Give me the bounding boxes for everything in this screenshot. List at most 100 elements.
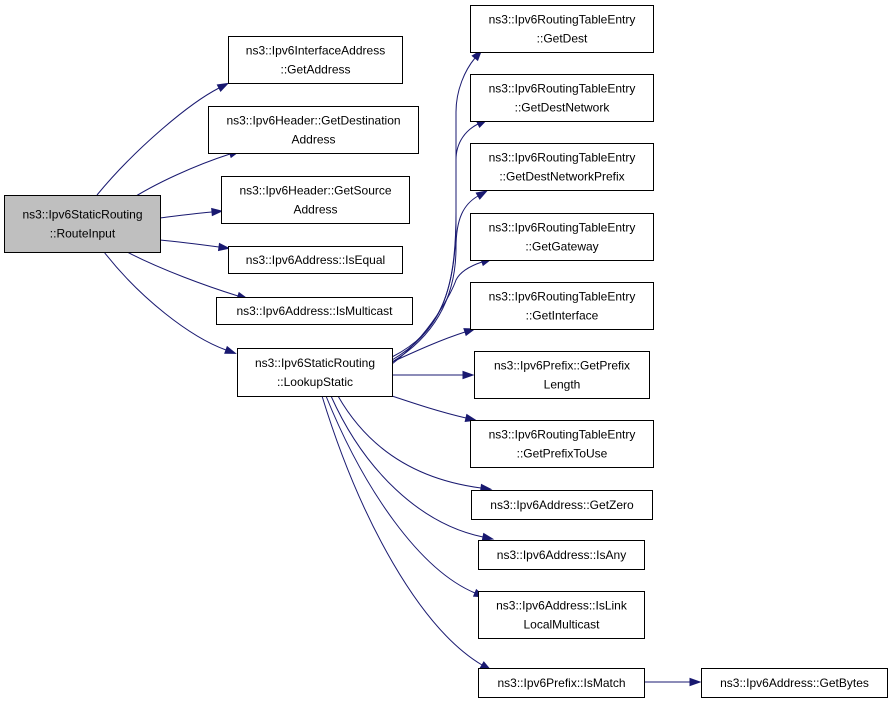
- node-label-line: ::GetDestNetworkPrefix: [499, 170, 624, 184]
- node-label-line: ns3::Ipv6Header::GetSource: [239, 184, 391, 198]
- node-label-line: ns3::Ipv6StaticRouting: [22, 208, 142, 222]
- node-label-line: ns3::Ipv6Prefix::GetPrefix: [494, 359, 630, 373]
- node-label-line: ns3::Ipv6Address::IsMulticast: [236, 304, 393, 318]
- node-route_input: ns3::Ipv6StaticRouting::RouteInput: [4, 195, 161, 253]
- node-rte_getinterface[interactable]: ns3::Ipv6RoutingTableEntry::GetInterface: [470, 282, 654, 330]
- node-lookup_static[interactable]: ns3::Ipv6StaticRouting::LookupStatic: [237, 348, 393, 397]
- node-addr_ismulticast[interactable]: ns3::Ipv6Address::IsMulticast: [216, 297, 413, 325]
- node-box: [470, 282, 654, 330]
- node-label-line: ns3::Ipv6Address::GetBytes: [720, 676, 869, 690]
- node-label-line: ns3::Ipv6Prefix::IsMatch: [497, 676, 625, 690]
- edge-lookup_static-to-rte_getinterface: [391, 328, 476, 363]
- node-box: [478, 540, 645, 570]
- edge-line: [126, 251, 239, 297]
- edge-lookup_static-to-prefix_ismatch: [321, 395, 492, 671]
- node-label-line: ::GetDestNetwork: [515, 101, 611, 115]
- node-box: [470, 213, 654, 261]
- edge-line: [391, 331, 466, 363]
- node-box: [478, 591, 645, 639]
- node-box: [478, 668, 645, 698]
- node-label-line: ::GetInterface: [526, 309, 599, 323]
- node-label-line: ns3::Ipv6RoutingTableEntry: [489, 221, 636, 235]
- arrowhead-icon: [217, 242, 231, 252]
- node-box: [228, 36, 403, 84]
- node-label-line: ::GetPrefixToUse: [517, 447, 608, 461]
- node-label-line: ::GetAddress: [280, 63, 350, 77]
- node-addr_isany[interactable]: ns3::Ipv6Address::IsAny: [478, 540, 645, 570]
- arrowhead-icon: [475, 190, 488, 200]
- node-label-line: Length: [544, 378, 581, 392]
- node-label-line: Address: [293, 203, 337, 217]
- node-rte_getdest[interactable]: ns3::Ipv6RoutingTableEntry::GetDest: [470, 5, 654, 53]
- edge-route_input-to-lookup_static: [103, 251, 237, 354]
- node-label-line: ns3::Ipv6RoutingTableEntry: [489, 151, 636, 165]
- node-label-line: ::RouteInput: [50, 227, 116, 241]
- node-label-line: ns3::Ipv6Address::GetZero: [490, 498, 634, 512]
- node-box: [4, 195, 161, 253]
- edge-line: [325, 395, 476, 594]
- edge-line: [159, 211, 213, 219]
- node-rte_getgateway[interactable]: ns3::Ipv6RoutingTableEntry::GetGateway: [470, 213, 654, 261]
- edge-line: [391, 395, 467, 419]
- node-box: [470, 74, 654, 122]
- node-addr_getbytes[interactable]: ns3::Ipv6Address::GetBytes: [701, 668, 888, 698]
- edge-lookup_static-to-addr_getzero: [337, 395, 493, 493]
- node-rte_getdestnetworkprefix[interactable]: ns3::Ipv6RoutingTableEntry::GetDestNetwo…: [470, 143, 654, 191]
- node-rte_getdestnetwork[interactable]: ns3::Ipv6RoutingTableEntry::GetDestNetwo…: [470, 74, 654, 122]
- node-box: [237, 348, 393, 397]
- node-label-line: ns3::Ipv6Header::GetDestination: [226, 114, 400, 128]
- node-label-line: Address: [291, 133, 335, 147]
- edge-lookup_static-to-prefix_getprefixlength: [392, 370, 475, 380]
- arrowhead-icon: [224, 345, 237, 354]
- node-box: [470, 143, 654, 191]
- node-box: [228, 246, 403, 274]
- edge-lookup_static-to-addr_islinklocalmulticast: [325, 395, 486, 598]
- node-label-line: ns3::Ipv6Address::IsAny: [497, 548, 626, 562]
- node-box: [208, 106, 419, 154]
- edge-line: [391, 195, 479, 363]
- edge-line: [159, 239, 220, 248]
- node-label-line: ns3::Ipv6RoutingTableEntry: [489, 82, 636, 96]
- edge-line: [391, 123, 479, 361]
- node-label-line: ns3::Ipv6RoutingTableEntry: [489, 290, 636, 304]
- edge-route_input-to-header_getsource: [159, 207, 224, 219]
- nodes-layer: ns3::Ipv6StaticRouting::RouteInputns3::I…: [4, 5, 888, 698]
- node-label-line: ns3::Ipv6RoutingTableEntry: [489, 13, 636, 27]
- edge-line: [96, 87, 220, 196]
- edge-line: [337, 395, 482, 489]
- edge-prefix_ismatch-to-addr_getbytes: [644, 677, 702, 687]
- edge-lookup_static-to-rte_getdestnetworkprefix: [391, 190, 488, 363]
- node-box: [471, 490, 653, 520]
- node-addr_isequal[interactable]: ns3::Ipv6Address::IsEqual: [228, 246, 403, 274]
- arrowhead-icon: [211, 207, 224, 217]
- node-label-line: ns3::Ipv6RoutingTableEntry: [489, 428, 636, 442]
- node-label-line: ::LookupStatic: [277, 375, 353, 389]
- node-label-line: ns3::Ipv6StaticRouting: [255, 356, 375, 370]
- edge-line: [321, 395, 483, 666]
- node-box: [216, 297, 413, 325]
- node-label-line: ::GetGateway: [525, 240, 598, 254]
- node-box: [474, 351, 650, 399]
- node-box: [701, 668, 888, 698]
- edge-line: [330, 395, 484, 538]
- node-box: [470, 420, 654, 468]
- node-label-line: ns3::Ipv6Address::IsLink: [496, 599, 628, 613]
- arrowhead-icon: [216, 82, 230, 92]
- edge-lookup_static-to-addr_isany: [330, 395, 495, 542]
- node-prefix_ismatch[interactable]: ns3::Ipv6Prefix::IsMatch: [478, 668, 645, 698]
- node-label-line: ::GetDest: [537, 32, 588, 46]
- edge-route_input-to-ifaddr_getaddress: [96, 82, 230, 196]
- node-addr_getzero[interactable]: ns3::Ipv6Address::GetZero: [471, 490, 653, 520]
- arrowhead-icon: [689, 677, 702, 687]
- edge-line: [103, 251, 227, 351]
- arrowhead-icon: [481, 532, 495, 542]
- node-rte_getprefixtouse[interactable]: ns3::Ipv6RoutingTableEntry::GetPrefixToU…: [470, 420, 654, 468]
- edge-lookup_static-to-rte_getprefixtouse: [391, 395, 478, 422]
- node-label-line: ns3::Ipv6Address::IsEqual: [246, 253, 385, 267]
- node-ifaddr_getaddress[interactable]: ns3::Ipv6InterfaceAddress::GetAddress: [228, 36, 403, 84]
